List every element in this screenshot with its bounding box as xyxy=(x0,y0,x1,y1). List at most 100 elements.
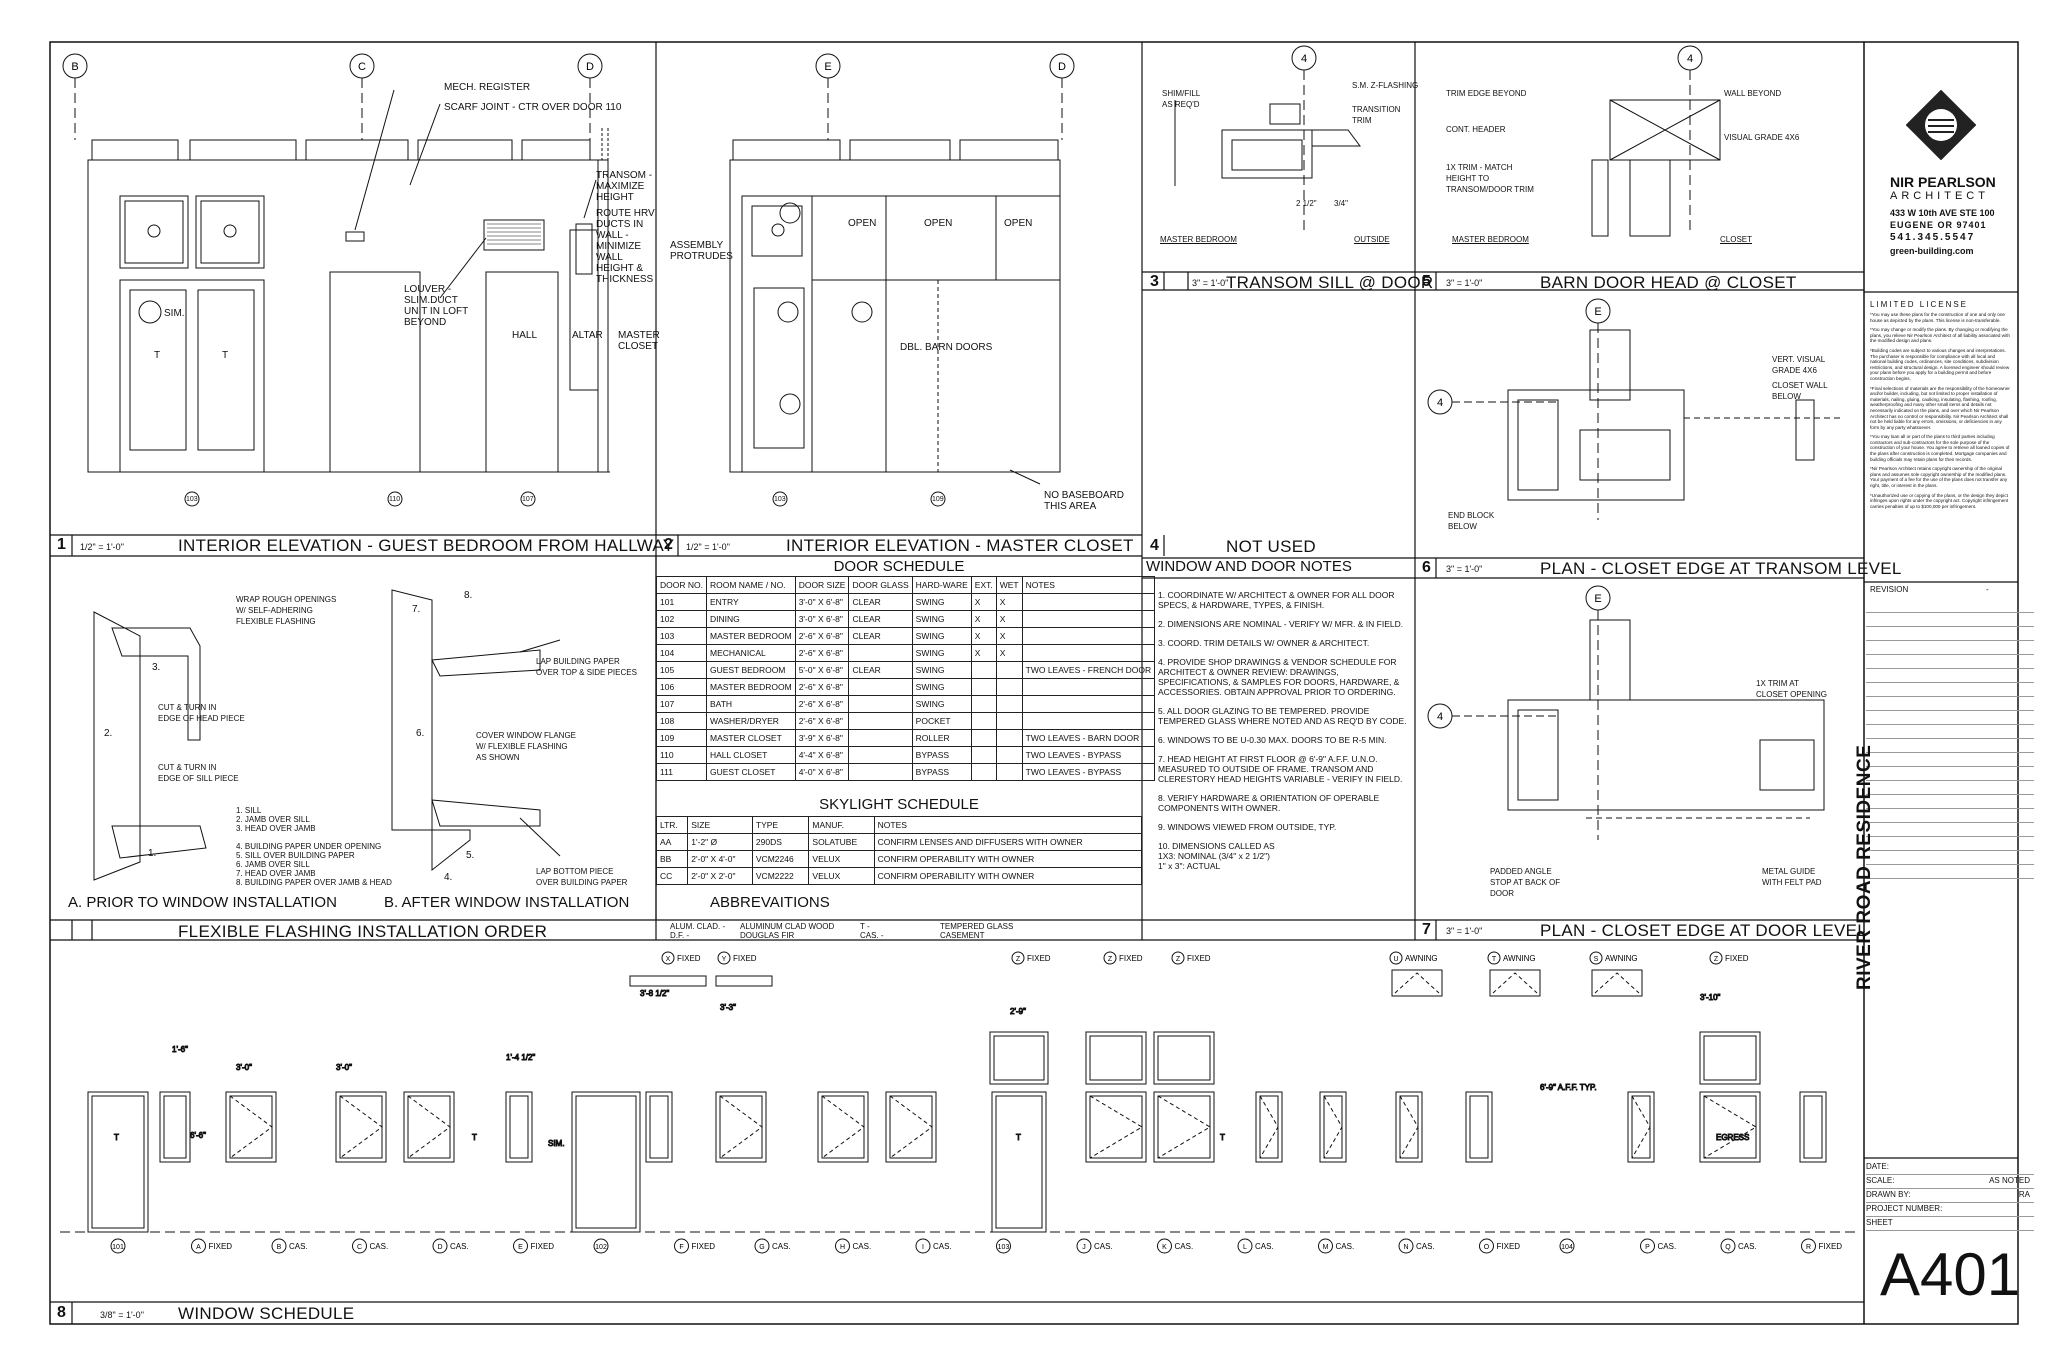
v7-trim-at: 1X TRIM AT CLOSET OPENING xyxy=(1756,679,1827,699)
window-tag-letter: H xyxy=(840,1244,845,1251)
dimension-label: 3'-10" xyxy=(1700,993,1721,1002)
v1-door-tag-3: 107 xyxy=(522,496,534,503)
window-tag-type: FIXED xyxy=(1187,954,1211,963)
door-cell xyxy=(1021,593,1156,611)
window-unit xyxy=(335,1091,387,1163)
sky-cell: 2'-0" X 2'-0" xyxy=(687,867,753,885)
v7-metal-guide: METAL GUIDE WITH FELT PAD xyxy=(1762,867,1822,887)
grid-bubble-4-v6: 4 xyxy=(1437,397,1443,409)
window-tag-letter: S xyxy=(1594,956,1599,963)
window-tag-type: FIXED xyxy=(209,1242,233,1251)
flash-cover: COVER WINDOW FLANGE W/ FLEXIBLE FLASHING… xyxy=(476,731,577,762)
titleblock-value: RA xyxy=(2018,1190,2030,1199)
v3-transition-trim: TRANSITION TRIM xyxy=(1352,105,1401,125)
note-item: 7. HEAD HEIGHT AT FIRST FLOOR @ 6'-9" A.… xyxy=(1158,754,1403,784)
door-cell xyxy=(995,678,1023,696)
door-schedule-title: DOOR SCHEDULE xyxy=(833,558,965,575)
notes-list: 1. COORDINATE W/ ARCHITECT & OWNER FOR A… xyxy=(1158,590,1408,880)
window-tag-type: CAS. xyxy=(1336,1242,1355,1251)
door-cell: SWING xyxy=(911,593,972,611)
firm-name: NIR PEARLSON xyxy=(1890,174,1996,190)
titleblock-row: PROJECT NUMBER: xyxy=(1866,1202,2034,1217)
titleblock-row: DRAWN BY:RA xyxy=(1866,1188,2034,1203)
window-tag-type: CAS. xyxy=(933,1242,952,1251)
titleblock-label: DATE: xyxy=(1866,1162,1889,1171)
v1-louver: LOUVER - SLIM.DUCT UNIT IN LOFT BEYOND xyxy=(404,284,469,328)
sky-cell: VELUX xyxy=(808,850,875,868)
sky-header: NOTES xyxy=(873,816,1143,834)
window-unit xyxy=(87,1091,149,1233)
firm-web: green-building.com xyxy=(1890,246,1974,256)
door-cell xyxy=(995,695,1023,713)
abbreviation-cell: CASEMENT xyxy=(940,931,985,940)
window-tag-type: CAS. xyxy=(370,1242,389,1251)
window-tag-letter: L xyxy=(1243,1244,1247,1251)
window-tag-letter: F xyxy=(679,1244,683,1251)
revision-row xyxy=(1866,710,2034,725)
abbreviation-cell: ALUMINUM CLAD WOOD xyxy=(740,922,835,931)
v1-mech-register: MECH. REGISTER xyxy=(444,82,531,93)
door-cell xyxy=(848,763,913,781)
window-unit xyxy=(1255,1091,1283,1163)
window-unit xyxy=(1085,1091,1147,1163)
sky-header: SIZE xyxy=(687,816,753,834)
flash-cut-head: CUT & TURN IN EDGE OF HEAD PIECE xyxy=(158,703,245,723)
window-tag-type: FIXED xyxy=(1819,1242,1843,1251)
v1-altar: ALTAR xyxy=(572,330,603,341)
door-cell: 4'-4" X 6'-8" xyxy=(794,746,850,764)
window-tag-type: CAS. xyxy=(1094,1242,1113,1251)
revision-row xyxy=(1866,598,2034,613)
door-cell: CLEAR xyxy=(848,661,913,679)
grid-bubble-4-v5: 4 xyxy=(1687,53,1693,65)
dimension-label: 3'-0" xyxy=(236,1063,252,1072)
v3-master-bedroom: MASTER BEDROOM xyxy=(1160,235,1237,244)
window-tag-letter: M xyxy=(1323,1244,1329,1251)
door-cell: 2'-6" X 6'-8" xyxy=(794,695,850,713)
sky-cell: CONFIRM LENSES AND DIFFUSERS WITH OWNER xyxy=(873,833,1143,851)
door-cell: 110 xyxy=(656,746,707,764)
window-tag-letter: A xyxy=(196,1244,201,1251)
window-unit xyxy=(1627,1091,1655,1163)
v2-barn-doors: DBL. BARN DOORS xyxy=(900,342,993,353)
door-cell: POCKET xyxy=(911,712,972,730)
titleblock-row: DATE: xyxy=(1866,1160,2034,1175)
door-cell: X xyxy=(970,644,997,662)
flash-n6: 6. xyxy=(416,728,425,739)
grid-bubble-d: D xyxy=(586,61,594,73)
door-cell: X xyxy=(970,610,997,628)
dimension-label: 2'-9" xyxy=(1010,1007,1026,1016)
window-tag-type: FIXED xyxy=(531,1242,555,1251)
grid-bubble-e: E xyxy=(824,61,831,73)
view-5-scale: 3" = 1'-0" xyxy=(1446,278,1483,288)
window-tag-type: CAS. xyxy=(1658,1242,1677,1251)
sky-cell: SOLATUBE xyxy=(808,833,875,851)
v6-vert-visual: VERT. VISUAL GRADE 4X6 xyxy=(1772,355,1826,375)
abbreviation-cell: CAS. - xyxy=(860,931,884,940)
v7-padded-angle: PADDED ANGLE STOP AT BACK OF DOOR xyxy=(1490,867,1561,898)
window-unit xyxy=(645,1091,673,1163)
revision-row xyxy=(1866,626,2034,641)
door-cell: SWING xyxy=(911,678,972,696)
window-tag-letter: Z xyxy=(1714,956,1719,963)
door-cell: 2'-6" X 6'-8" xyxy=(794,627,850,645)
sky-header: LTR. xyxy=(655,816,689,834)
flashing-title: FLEXIBLE FLASHING INSTALLATION ORDER xyxy=(178,922,548,941)
